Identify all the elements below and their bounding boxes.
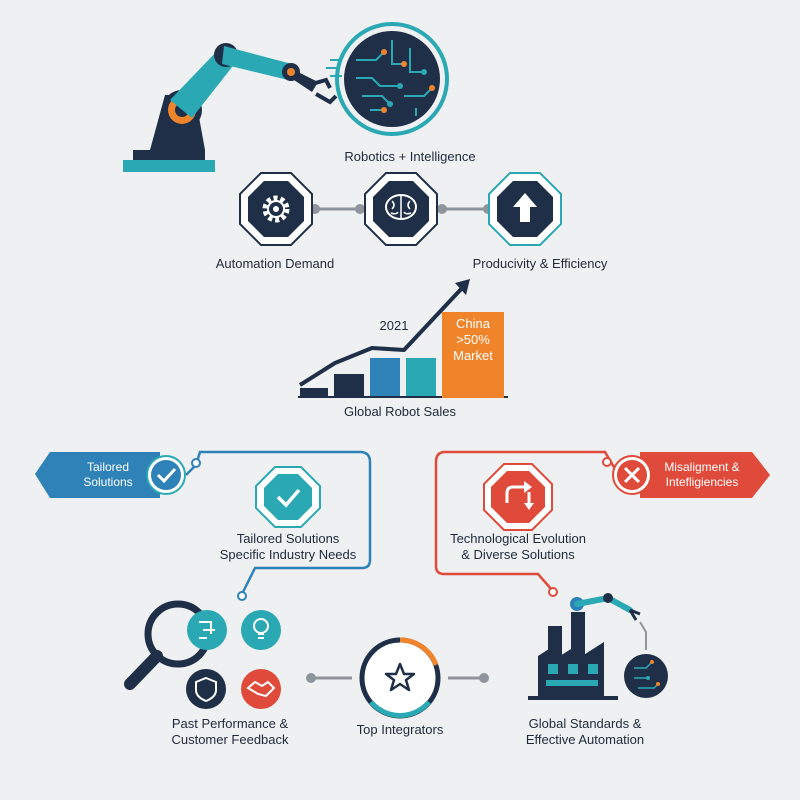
global-robot-sales-label: Global Robot Sales — [343, 404, 456, 419]
integrators-ring — [359, 637, 441, 719]
gear-icon — [262, 195, 290, 223]
brain-octagon — [364, 172, 438, 246]
china-line-3: Market — [453, 348, 493, 363]
arrow-up-icon — [513, 193, 537, 222]
china-line-1: China — [456, 316, 490, 331]
china-market-box: China >50% Market — [442, 312, 504, 398]
misalignment-banner-line-1: Misaligment & — [664, 460, 740, 474]
technological-evolution-label: Technological Evolution & Diverse Soluti… — [438, 531, 598, 563]
growth-bars — [298, 358, 508, 398]
arrow-octagon — [488, 172, 562, 246]
automation-demand-label: Automation Demand — [215, 256, 335, 271]
gear-octagon — [239, 172, 313, 246]
check-icon — [156, 467, 177, 484]
circuit-small-icon — [187, 610, 227, 650]
global-label-line-1: Global Standards & — [528, 716, 642, 731]
tailored-label-line-2: Specific Industry Needs — [219, 547, 357, 562]
x-icon — [623, 466, 641, 484]
robotics-intelligence-label: Robotics + Intelligence — [344, 149, 476, 164]
global-label-line-2: Effective Automation — [525, 732, 645, 747]
factory-icon — [528, 612, 618, 700]
growth-trend-arrow — [298, 279, 470, 387]
refresh-arrows-icon — [505, 481, 534, 510]
china-line-2: >50% — [456, 332, 490, 347]
past-label-line-1: Past Performance & — [171, 716, 289, 731]
check-icon — [276, 488, 301, 508]
evolution-octagon — [483, 463, 553, 531]
lightbulb-badge — [241, 610, 281, 650]
tailored-banner-line-1: Tailored — [86, 460, 130, 474]
productivity-efficiency-label: Producivity & Efficiency — [472, 256, 608, 271]
shield-badge — [186, 669, 226, 709]
evolution-label-line-2: & Diverse Solutions — [461, 547, 575, 562]
brain-icon — [385, 194, 417, 220]
circuit-brain-icon — [326, 22, 449, 136]
tailored-banner-line-2: Solutions — [83, 475, 133, 489]
evolution-label-line-1: Technological Evolution — [450, 531, 586, 546]
star-icon — [384, 662, 416, 692]
misalignment-banner-line-2: Intefligiencies — [665, 475, 739, 489]
lightbulb-icon — [253, 618, 269, 639]
left-branch-connector — [185, 450, 372, 601]
factory-robot-arm-icon — [570, 593, 647, 650]
tailored-octagon — [255, 466, 321, 528]
past-label-line-2: Customer Feedback — [171, 732, 289, 747]
shield-icon — [195, 676, 217, 703]
tailored-banner — [35, 452, 186, 498]
tailored-banner-text: Tailored Solutions — [60, 460, 156, 490]
robot-arm-icon — [123, 43, 338, 172]
tailored-solutions-label: Tailored Solutions Specific Industry Nee… — [208, 531, 368, 563]
bottom-connector — [306, 673, 489, 683]
right-branch-connector — [434, 450, 620, 597]
tailored-label-line-1: Tailored Solutions — [236, 531, 340, 546]
misalignment-banner-text: Misaligment & Intefligiencies — [652, 460, 752, 490]
handshake-icon — [246, 680, 276, 698]
year-label: 2021 — [379, 318, 409, 333]
circuit-chip-icon — [624, 654, 668, 698]
top-integrators-label: Top Integrators — [356, 722, 444, 737]
misalignment-banner — [612, 452, 770, 498]
global-standards-label: Global Standards & Effective Automation — [505, 716, 665, 748]
handshake-badge — [241, 669, 281, 709]
past-performance-label: Past Performance & Customer Feedback — [150, 716, 310, 748]
